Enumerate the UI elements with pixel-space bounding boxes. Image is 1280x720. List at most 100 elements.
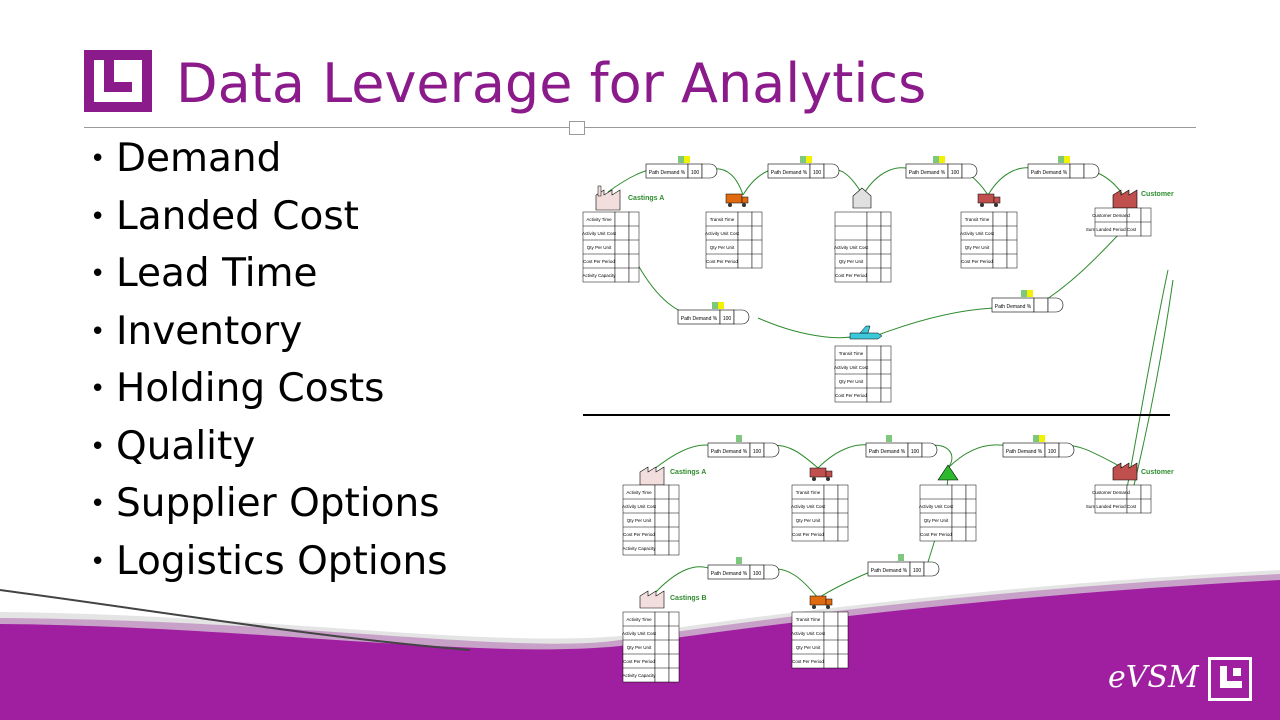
customer-label: Customer (1141, 191, 1174, 198)
truck-icon (725, 193, 749, 207)
svg-text:Qty Per Unit: Qty Per Unit (710, 245, 735, 250)
svg-text:Path Demand %: Path Demand % (909, 170, 946, 176)
svg-text:Activity Unit Cost: Activity Unit Cost (622, 504, 657, 509)
svg-text:Transit Time: Transit Time (965, 217, 990, 222)
page-title: Data Leverage for Analytics (176, 52, 927, 115)
svg-text:Qty Per Unit: Qty Per Unit (796, 645, 821, 650)
svg-text:Cost Per Period: Cost Per Period (623, 659, 655, 664)
svg-text:Sum Landed Period Cost: Sum Landed Period Cost (1086, 227, 1137, 232)
svg-text:Path Demand %: Path Demand % (649, 170, 686, 176)
svg-text:Qty Per Unit: Qty Per Unit (627, 518, 652, 523)
bullet-item: •Lead Time (90, 251, 318, 296)
svg-text:Path Demand %: Path Demand % (711, 449, 748, 455)
path-demand-box: Path Demand % 100 (905, 156, 978, 179)
data-table: Activity Unit Cost Qty Per Unit Cost Per… (919, 484, 977, 542)
svg-text:Qty Per Unit: Qty Per Unit (965, 245, 990, 250)
data-table: Activity Time Activity Unit Cost Qty Per… (582, 211, 640, 283)
svg-text:Qty Per Unit: Qty Per Unit (924, 518, 949, 523)
svg-text:Path Demand %: Path Demand % (871, 568, 908, 574)
path-demand-box: Path Demand % 100 (867, 554, 940, 577)
svg-text:Path Demand %: Path Demand % (1031, 170, 1068, 176)
svg-text:100: 100 (913, 568, 922, 574)
divider-handle (569, 121, 585, 135)
bullet-list: •Demand •Landed Cost •Lead Time •Invento… (90, 136, 448, 596)
svg-text:Cost Per Period: Cost Per Period (792, 532, 824, 537)
data-table: Customer Demand Sum Landed Period Cost (1086, 484, 1152, 514)
data-table: Transit Time Activity Unit Cost Qty Per … (960, 211, 1018, 269)
bullet-item: •Inventory (90, 308, 303, 354)
svg-text:Activity Unit Cost: Activity Unit Cost (834, 245, 869, 250)
brand-mark-icon (1208, 657, 1252, 701)
svg-text:Cost Per Period: Cost Per Period (920, 532, 952, 537)
svg-text:Transit Time: Transit Time (839, 351, 864, 356)
bullet-item: •Demand (90, 136, 282, 181)
vsm-diagram: Path Demand % 100 Path Demand % 100 Path… (582, 156, 1174, 683)
supplier-label: Castings A (670, 469, 706, 476)
svg-text:Activity Unit Cost: Activity Unit Cost (834, 365, 869, 370)
title-divider (84, 127, 1196, 128)
svg-text:Path Demand %: Path Demand % (681, 316, 718, 322)
svg-text:Transit Time: Transit Time (796, 490, 821, 495)
svg-text:Activity Time: Activity Time (626, 490, 652, 495)
data-table: Transit Time Activity Unit Cost Qty Per … (791, 484, 849, 542)
path-demand-box: Path Demand % (1027, 156, 1100, 179)
airplane-icon (849, 325, 883, 340)
data-table: Activity Unit Cost Qty Per Unit Cost Per… (834, 211, 892, 283)
path-demand-box: Path Demand % 100 (707, 557, 780, 580)
data-table: Transit Time Activity Unit Cost Qty Per … (791, 611, 849, 669)
customer-icon (1112, 462, 1138, 481)
bullet-item: •Landed Cost (90, 193, 359, 239)
data-table: Transit Time Activity Unit Cost Qty Per … (705, 211, 763, 269)
svg-text:Activity Unit Cost: Activity Unit Cost (791, 504, 826, 509)
svg-text:100: 100 (691, 170, 700, 176)
path-demand-box: Path Demand % 100 (865, 435, 938, 458)
svg-text:Cost Per Period: Cost Per Period (835, 393, 867, 398)
svg-text:Activity Capacity: Activity Capacity (622, 673, 656, 678)
svg-text:Cost Per Period: Cost Per Period (623, 532, 655, 537)
svg-text:Activity Unit Cost: Activity Unit Cost (791, 631, 826, 636)
data-table: Customer Demand Sum Landed Period Cost (1086, 207, 1152, 237)
path-demand-box: Path Demand % 100 (645, 156, 718, 179)
bullet-item: •Supplier Options (90, 481, 440, 526)
svg-text:100: 100 (813, 170, 822, 176)
svg-text:Activity Capacity: Activity Capacity (582, 273, 616, 278)
svg-text:100: 100 (911, 449, 920, 455)
svg-text:Cost Per Period: Cost Per Period (835, 273, 867, 278)
factory-icon (639, 466, 665, 486)
svg-text:Customer Demand: Customer Demand (1092, 213, 1130, 218)
svg-text:Customer Demand: Customer Demand (1092, 490, 1130, 495)
svg-text:Path Demand %: Path Demand % (711, 571, 748, 577)
svg-text:Cost Per Period: Cost Per Period (583, 259, 615, 264)
path-demand-box: Path Demand % 100 (1002, 435, 1075, 458)
svg-text:Cost Per Period: Cost Per Period (961, 259, 993, 264)
supplier-label: Castings B (670, 595, 707, 602)
svg-text:100: 100 (723, 316, 732, 322)
bullet-item: •Quality (90, 423, 256, 469)
svg-text:Activity Unit Cost: Activity Unit Cost (960, 231, 995, 236)
data-table: Activity Time Activity Unit Cost Qty Per… (622, 611, 680, 683)
svg-text:Transit Time: Transit Time (796, 617, 821, 622)
svg-text:Activity Unit Cost: Activity Unit Cost (919, 504, 954, 509)
svg-text:Path Demand %: Path Demand % (1006, 449, 1043, 455)
svg-text:Qty Per Unit: Qty Per Unit (839, 379, 864, 384)
triangle-icon (937, 464, 959, 481)
path-demand-box: Path Demand % 100 (677, 302, 750, 325)
svg-text:Path Demand %: Path Demand % (995, 304, 1032, 310)
svg-text:Path Demand %: Path Demand % (869, 449, 906, 455)
path-demand-box: Path Demand % 100 (707, 435, 780, 458)
svg-text:Qty Per Unit: Qty Per Unit (627, 645, 652, 650)
svg-text:Activity Unit Cost: Activity Unit Cost (622, 631, 657, 636)
svg-text:100: 100 (1048, 449, 1057, 455)
svg-text:Cost Per Period: Cost Per Period (706, 259, 738, 264)
bullet-item: •Holding Costs (90, 366, 385, 411)
svg-text:Qty Per Unit: Qty Per Unit (796, 518, 821, 523)
svg-text:Activity Time: Activity Time (626, 617, 652, 622)
supplier-label: Castings A (628, 195, 664, 202)
svg-text:100: 100 (753, 449, 762, 455)
svg-text:Transit Time: Transit Time (710, 217, 735, 222)
svg-text:Activity Unit Cost: Activity Unit Cost (582, 231, 617, 236)
svg-text:Activity Capacity: Activity Capacity (622, 546, 656, 551)
truck-icon (977, 193, 1001, 207)
svg-text:Activity Unit Cost: Activity Unit Cost (705, 231, 740, 236)
truck-icon (809, 467, 833, 481)
